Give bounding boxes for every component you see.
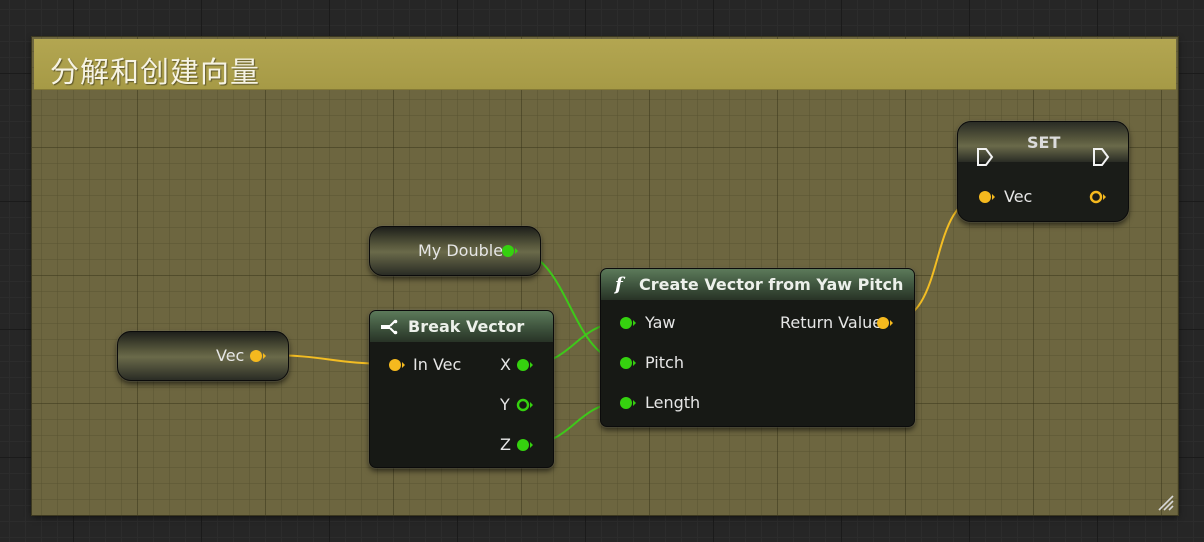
set-header[interactable] [958, 122, 1128, 162]
pitch-input-pin-icon[interactable] [618, 355, 636, 371]
function-icon: f [615, 274, 623, 295]
length-label: Length [645, 393, 701, 412]
return-value-output-pin-icon[interactable] [876, 315, 894, 331]
create-vector-node[interactable]: f Create Vector from Yaw Pitch Yaw Pitch… [600, 268, 915, 427]
in-vec-label: In Vec [413, 355, 462, 374]
break-vector-header[interactable]: Break Vector [370, 311, 553, 342]
my-double-getter-node[interactable]: My Double [369, 226, 541, 276]
vector-output-pin-icon[interactable] [249, 348, 267, 364]
vec-getter-label: Vec [216, 346, 245, 365]
comment-header[interactable]: 分解和创建向量 [34, 39, 1176, 90]
pitch-label: Pitch [645, 353, 684, 372]
exec-input-pin-icon[interactable] [976, 147, 994, 167]
yaw-input-pin-icon[interactable] [618, 315, 636, 331]
y-output-label: Y [500, 395, 510, 414]
in-vec-input-pin-icon[interactable] [387, 357, 405, 373]
set-vec-label: Vec [1004, 187, 1033, 206]
my-double-label: My Double [418, 241, 504, 260]
z-output-pin-icon[interactable] [516, 437, 534, 453]
vec-getter-node[interactable]: Vec [117, 331, 289, 381]
yaw-label: Yaw [645, 313, 676, 332]
break-struct-icon [381, 319, 398, 335]
z-output-label: Z [500, 435, 511, 454]
x-output-pin-icon[interactable] [516, 357, 534, 373]
set-title: SET [1027, 133, 1061, 152]
create-vector-title: Create Vector from Yaw Pitch [639, 275, 904, 294]
exec-output-pin-icon[interactable] [1092, 147, 1110, 167]
vec-input-pin-icon[interactable] [977, 189, 995, 205]
resize-handle-icon[interactable] [1156, 493, 1174, 511]
break-vector-node[interactable]: Break Vector In Vec X Y Z [369, 310, 554, 468]
x-output-label: X [500, 355, 511, 374]
float-output-pin-icon[interactable] [501, 243, 519, 259]
create-vector-header[interactable]: f Create Vector from Yaw Pitch [601, 269, 914, 300]
vec-output-pin-icon[interactable] [1089, 189, 1107, 205]
set-node[interactable]: SET Vec [957, 121, 1129, 222]
y-output-pin-icon[interactable] [516, 397, 534, 413]
length-input-pin-icon[interactable] [618, 395, 636, 411]
break-vector-title: Break Vector [408, 317, 525, 336]
comment-title[interactable]: 分解和创建向量 [50, 55, 261, 89]
return-value-label: Return Value [780, 313, 883, 332]
